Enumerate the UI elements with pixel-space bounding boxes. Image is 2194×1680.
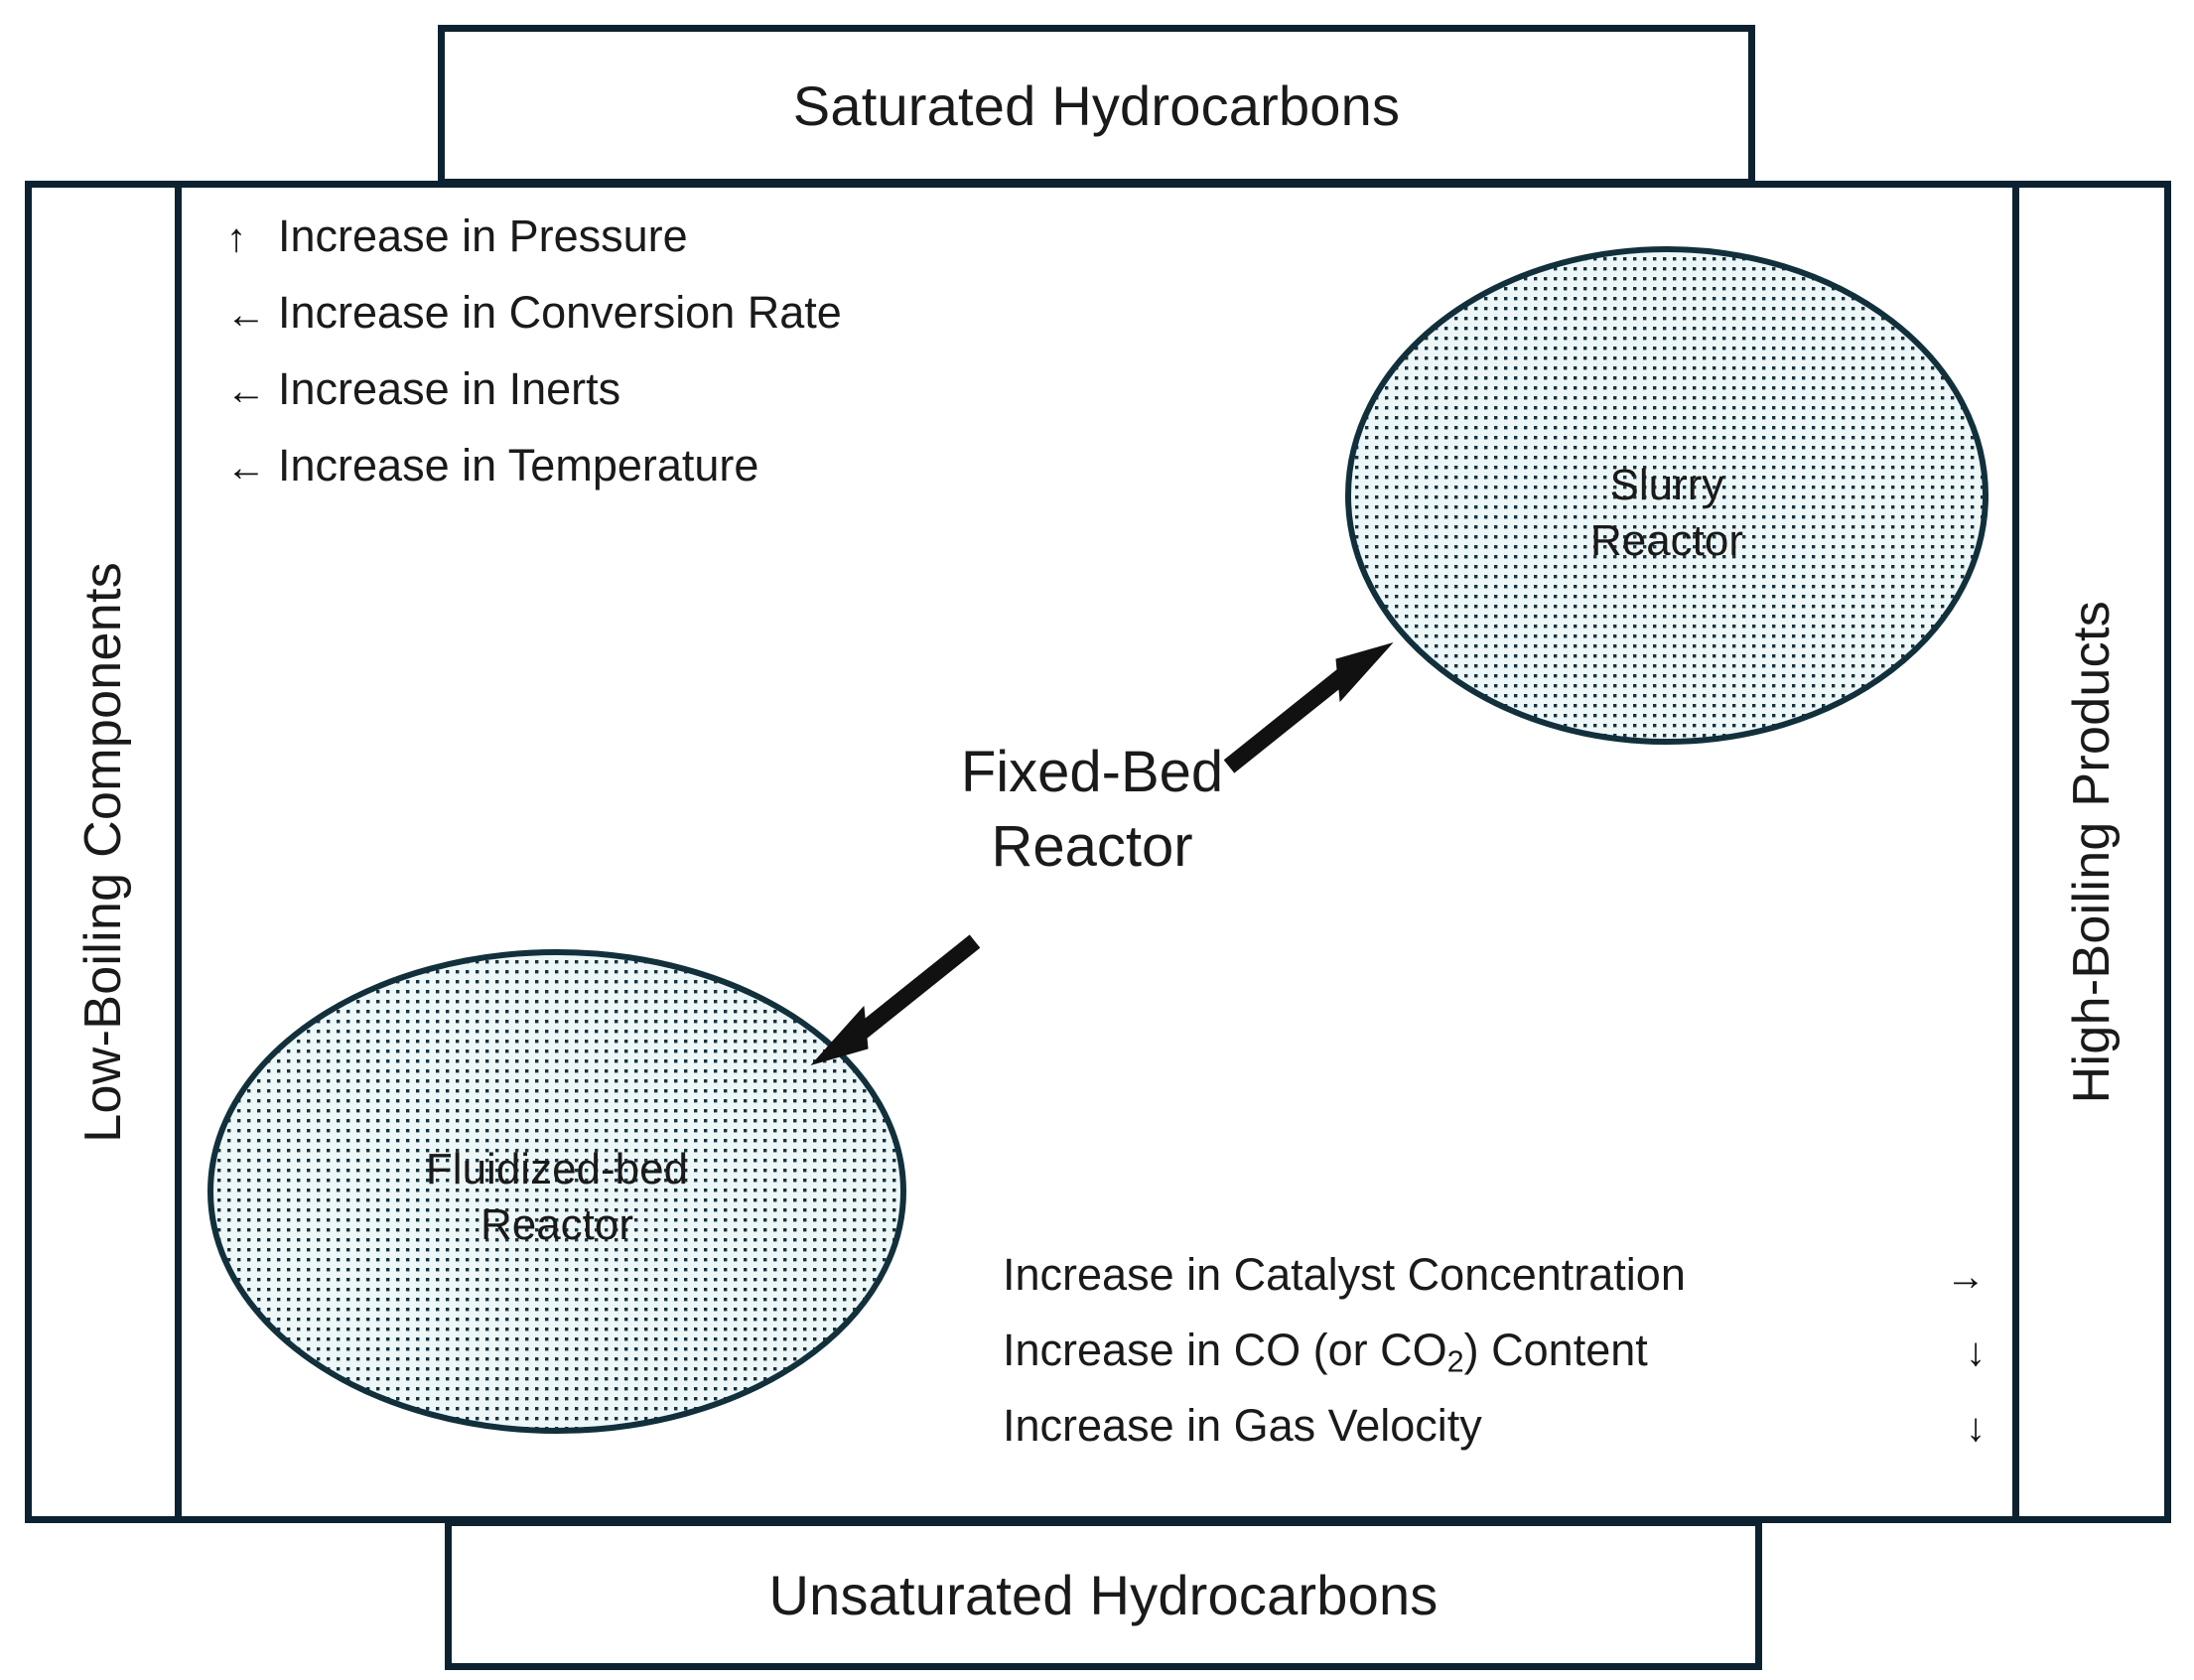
column-low-boiling-components: Low-Boiling Components [25,181,182,1523]
factor-label: Increase in Inerts [278,363,621,414]
factor-list-bottom-right: Increase in Catalyst Concentration → Inc… [1003,1249,1986,1475]
factor-list-top-left: ↑ Increase in Pressure ← Increase in Con… [226,210,1040,516]
arrow-to-fluidized-bed-reactor-icon [810,934,981,1065]
arrow-right-icon: → [1946,1255,1986,1299]
banner-saturated-hydrocarbons: Saturated Hydrocarbons [438,25,1755,186]
right-axis-label: High-Boiling Products [2063,600,2121,1104]
factor-row: Increase in Gas Velocity ↓ [1003,1400,1986,1475]
factor-row: Increase in CO (or CO2) Content ↓ [1003,1325,1986,1400]
arrow-left-icon: ← [226,446,266,490]
slurry-reactor-shape [1345,246,1988,745]
factor-row: ↑ Increase in Pressure [226,210,1040,287]
arrow-down-icon: ↓ [1966,1406,1986,1450]
banner-bottom-label: Unsaturated Hydrocarbons [768,1563,1439,1626]
banner-top-label: Saturated Hydrocarbons [792,73,1401,137]
factor-row: ← Increase in Temperature [226,440,1040,516]
slurry-reactor-ellipse[interactable]: Slurry Reactor [1342,244,1991,747]
fixed-bed-reactor-label: Fixed-Bed Reactor [824,735,1360,885]
banner-unsaturated-hydrocarbons: Unsaturated Hydrocarbons [445,1519,1762,1670]
arrow-up-icon: ↑ [226,216,246,260]
factor-label: Increase in Pressure [278,210,688,261]
factor-label: Increase in Gas Velocity [1003,1400,1482,1451]
factor-label: Increase in CO (or CO2) Content [1003,1325,1648,1379]
factor-label: Increase in Conversion Rate [278,287,842,338]
factor-row: ← Increase in Inerts [226,363,1040,440]
factor-label: Increase in Temperature [278,440,759,490]
arrow-left-icon: ← [226,293,266,337]
arrow-to-slurry-reactor-icon [1223,642,1394,773]
factor-row: Increase in Catalyst Concentration → [1003,1249,1986,1325]
fluidized-bed-reactor-shape [207,949,906,1434]
arrow-down-icon: ↓ [1966,1330,1986,1374]
column-high-boiling-products: High-Boiling Products [2012,181,2171,1523]
factor-row: ← Increase in Conversion Rate [226,287,1040,363]
left-axis-label: Low-Boiling Components [74,561,132,1143]
fixed-bed-reactor-line2: Reactor [991,814,1193,880]
arrow-left-icon: ← [226,369,266,413]
factor-label: Increase in Catalyst Concentration [1003,1249,1686,1300]
fixed-bed-reactor-line1: Fixed-Bed [960,740,1224,804]
